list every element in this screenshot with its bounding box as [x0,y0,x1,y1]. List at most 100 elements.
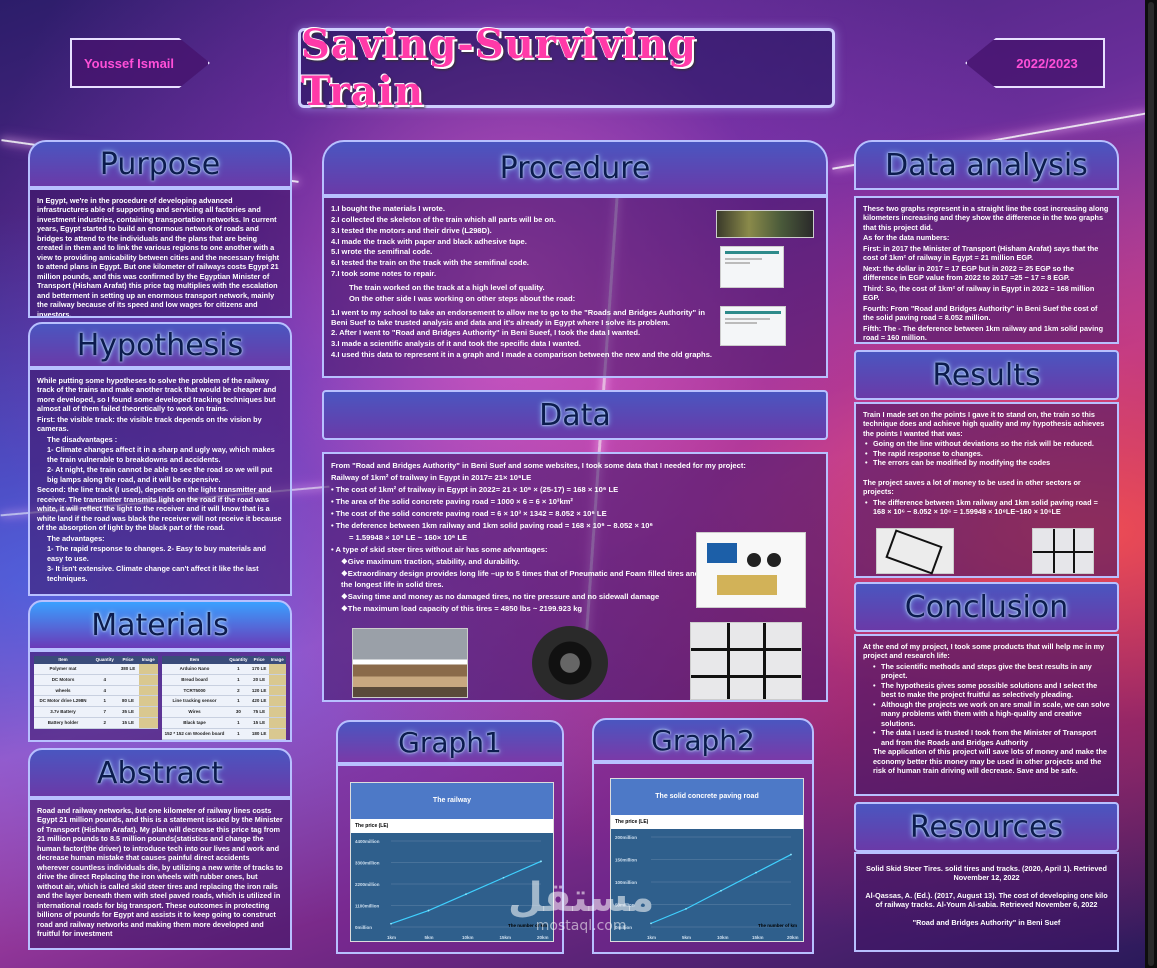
data-line: = 1.59948 × 10⁸ LE ~ 160× 10⁶ LE [349,533,468,542]
procedure-heading: Procedure [499,150,651,186]
col-header: Image [138,656,158,664]
purpose-heading: Purpose [99,146,221,182]
graph1-chart-title: The railway [351,783,553,819]
abstract-heading-box: Abstract [28,748,292,798]
data-line: • A type of skid steer tires without air… [331,545,548,554]
graph2-plot: 0million50million100million150million200… [615,835,799,940]
material-cell [268,706,286,719]
procedure-step: On the other side I was working on other… [349,293,576,303]
x-tick-label: 20km [787,935,799,940]
resources-heading: Resources [909,809,1064,845]
graph1-heading-box: Graph1 [336,720,564,764]
resource-item: Al-Qassas, A. (Ed.). (2017, August 13). … [865,890,1108,910]
data-line: • The cost of the solid concrete paving … [331,509,607,518]
data-point [465,893,467,896]
material-cell: 180 LE [249,728,269,740]
material-cell: 170 LE [249,663,269,675]
code-screenshot [720,306,786,346]
y-tick-label: 0million [615,925,632,930]
procedure-step: 3.I made a scientific analysis of it and… [331,339,581,349]
procedure-step: 1.I went to my school to take an endorse… [331,307,705,327]
data-panel: From "Road and Bridges Authority" in Ben… [322,452,828,702]
material-cell: 80 LE [117,695,139,708]
data-heading: Data [539,397,611,433]
data-line: • The cost of 1km² of trailway in Egypt … [331,485,619,494]
graph2-chart-title: The solid concrete paving road [611,779,803,815]
data-point [790,853,792,856]
material-cell: 4 [92,685,118,697]
x-tick-label: 1km [387,935,396,940]
procedure-step: 3.I tested the motors and their drive (L… [331,225,492,235]
material-cell [268,728,286,740]
x-tick-label: 15km [500,935,512,940]
hypothesis-line: The advantages: [47,533,105,543]
data-point [427,909,430,912]
col-header: Price [249,656,269,664]
train-photo [716,210,814,238]
year-arrow: 2022/2023 [965,38,1105,88]
author-arrow: Youssef Ismail [70,38,210,88]
conclusion-bullet: The data I used is trusted I took from t… [871,728,1110,747]
material-cell: Black tape [162,717,227,729]
material-cell: Bread board [162,674,227,686]
materials-heading-box: Materials [28,600,292,650]
train-on-track-photo [876,528,954,575]
procedure-step: 4.I used this data to represent it in a … [331,350,713,360]
y-tick-label: 3300million [355,861,380,866]
x-tick-label: 1km [647,935,656,940]
hypothesis-line: 2- At night, the train cannot be able to… [47,465,273,484]
procedure-step: 2.I collected the skeleton of the train … [331,214,556,224]
material-cell: 15 LE [249,717,269,729]
results-bullet: The errors can be modified by modifying … [863,458,1110,468]
results-panel: Train I made set on the points I gave it… [854,402,1119,578]
material-cell [117,685,139,697]
col-header: Image [268,656,286,664]
hypothesis-line: 3- It isn't extensive. Climate change ca… [47,564,259,583]
data-point [685,907,687,910]
procedure-step: 1.I bought the materials I wrote. [331,204,445,213]
results-bullet: Going on the line without deviations so … [863,439,1110,449]
electronics-photo [696,532,806,608]
material-cell: 420 LE [249,695,269,708]
material-cell: 2 [92,717,118,729]
abstract-panel: Road and railway networks, but one kilom… [28,798,292,950]
hypothesis-line: While putting some hypotheses to solve t… [37,376,277,414]
conclusion-bullet: The hypothesis gives some possible solut… [871,681,1110,700]
analysis-line: These two graphs represent in a straight… [863,204,1109,232]
x-tick-label: 15km [752,935,764,940]
col-header: Item [34,656,93,664]
y-tick-label: 1100million [355,904,380,909]
data-heading-box: Data [322,390,828,440]
vertical-scrollbar[interactable] [1145,0,1157,968]
data-point [540,860,542,863]
y-tick-label: 0million [355,925,372,930]
data-analysis-heading-box: Data analysis [854,140,1119,190]
data-point [720,889,722,892]
col-header: Quantity [227,656,250,664]
material-cell: 2 [227,685,250,697]
road-layers-photo [352,628,468,698]
y-tick-label: 100million [615,880,637,885]
material-cell: Battery holder [34,717,93,729]
material-cell: 1 [227,695,250,708]
material-cell [138,695,158,708]
material-cell: 30 [227,706,250,719]
material-cell: 1 [227,728,250,740]
scrollbar-thumb[interactable] [1148,2,1154,966]
abstract-text: Road and railway networks, but one kilom… [37,806,283,939]
procedure-step: 4.I made the track with paper and black … [331,236,527,246]
hypothesis-line: First: the visible track: the visible tr… [37,414,262,434]
data-point [755,871,757,874]
material-cell: 35 LE [117,706,139,719]
data-analysis-panel: These two graphs represent in a straight… [854,196,1119,344]
resource-item: "Road and Bridges Authority" in Beni Sue… [912,917,1061,927]
x-tick-label: 10km [717,935,729,940]
